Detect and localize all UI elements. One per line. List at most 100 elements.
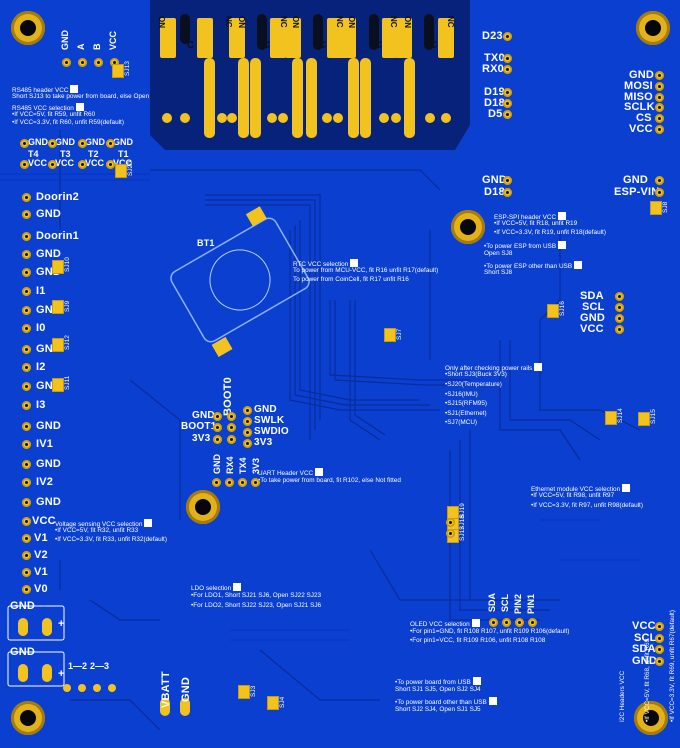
note-line-35: •For pin1=VCC, fit R109 R106, unfit R108… (410, 637, 546, 644)
note-line-30: LDO selection (191, 582, 242, 593)
sj-extra-1-0 (446, 529, 455, 538)
uart-pad-1-0 (225, 478, 234, 487)
esp-left-pad-1 (503, 54, 512, 63)
uart-label-3: 3V3 (251, 457, 261, 474)
note-line-24: Ethernet module VCC selection (531, 483, 631, 494)
input-pad-18 (22, 534, 31, 543)
note-line-26: •If VCC=3.3V, fit R97, unfit R98(default… (531, 502, 643, 509)
input-pad-9 (22, 363, 31, 372)
jumper-label-23: 2—3 (90, 661, 110, 671)
oled-pad-3-0 (528, 618, 537, 627)
sj-pad-2 (52, 260, 64, 274)
relay-label-5: NC (335, 16, 344, 28)
esp-right-label-0: GND (629, 69, 655, 81)
note-line-33: OLED VCC selection (410, 618, 480, 629)
sj-pad-7 (650, 201, 662, 215)
i2c-bottom-pad-3 (655, 657, 664, 666)
input-label-1: GND (36, 208, 62, 220)
mounting-hole-tr (636, 11, 670, 45)
sj-pad-0 (112, 64, 124, 78)
swd-label-0: GND (192, 410, 215, 421)
rs485-label-2: B (92, 43, 102, 51)
input-label-19: V2 (34, 549, 48, 561)
esp-right-label-2: MISO (624, 91, 653, 103)
uart-pad-2-0 (238, 478, 247, 487)
esp-left-label-0: D23 (482, 30, 503, 42)
esp-right-label-7: ESP-VIN (614, 186, 660, 198)
input-label-9: I2 (36, 361, 46, 373)
note-line-14: Short SJ8 (484, 269, 513, 276)
esp-left-pad-5 (503, 110, 512, 119)
esp-left-label-5: D5 (488, 108, 503, 120)
swd-label-5: SWDIO (254, 426, 289, 437)
input-label-14: GND (36, 458, 62, 470)
input-pad-6 (22, 306, 31, 315)
i2c-bottom-label-2: SDA (632, 643, 656, 655)
i2c-bottom-label-0: VCC (632, 620, 656, 632)
swd-label-2: 3V3 (192, 433, 211, 444)
note-line-39: Short SJ2 SJ4, Open SJ1 SJ5 (395, 706, 481, 713)
note-line-19: •SJ15(RFM95) (445, 400, 488, 407)
temp-header-label-7: T1 (118, 149, 129, 159)
input-pad-7 (22, 324, 31, 333)
esp-left-pad-6 (503, 176, 512, 185)
esp-right-pad-0 (655, 71, 664, 80)
jumper-label-12: 1—2 (68, 661, 88, 671)
input-pad-11 (22, 401, 31, 410)
sj-label-1: SJ20 (127, 161, 134, 176)
boot-pad-a-0 (213, 412, 222, 421)
temp-header-label-8: VCC (28, 158, 48, 168)
oled-label-3: PIN1 (526, 593, 536, 614)
sj-pad-9 (605, 411, 617, 425)
relay-common-0: C (187, 40, 195, 51)
i2c-bottom-pad-1 (655, 634, 664, 643)
relay-slots (180, 14, 434, 50)
temp-pad-0-1 (20, 160, 29, 169)
input-label-0: Doorin2 (36, 191, 79, 203)
sj-label-8: SJ16 (559, 301, 566, 316)
battery-label: BT1 (197, 238, 215, 248)
input-pad-19 (22, 551, 31, 560)
temp-header-label-3: GND (113, 137, 133, 147)
note-line-37: Short SJ1 SJ5, Open SJ2 SJ4 (395, 686, 481, 693)
note-line-22: UART Header VCC (258, 467, 324, 478)
esp-left-pad-2 (503, 65, 512, 74)
esp-left-label-3: D19 (484, 86, 505, 98)
sj-label-15: SJ4 (279, 696, 286, 708)
battery-holder (170, 206, 310, 357)
uart-pad-3-0 (251, 478, 260, 487)
temp-pad-3-1 (106, 160, 115, 169)
oled-pad-1-0 (502, 618, 511, 627)
i2c-mid-label-2: GND (580, 312, 606, 324)
input-pad-10 (22, 382, 31, 391)
sj-label-10: SJ15 (650, 409, 657, 424)
esp-left-label-1: TX0 (484, 52, 505, 64)
boot0-label: BOOT0 (222, 377, 234, 416)
note-line-18: •SJ16(IMU) (445, 391, 478, 398)
sj-label-13: SJ17 (459, 526, 466, 541)
temp-pad-1-1 (48, 160, 57, 169)
temp-pad-2-0 (78, 139, 87, 148)
temp-pad-0-0 (20, 139, 29, 148)
i2c-mid-pad-1 (615, 303, 624, 312)
relay-label-2: ON (237, 16, 246, 28)
input-label-7: I0 (36, 322, 46, 334)
input-label-12: GND (36, 420, 62, 432)
relay-label-1: NC (224, 16, 233, 28)
input-pad-5 (22, 287, 31, 296)
sj-label-5: SJ11 (64, 375, 71, 390)
sj-pad-4 (52, 338, 64, 352)
temp-header-label-5: T3 (60, 149, 71, 159)
note-line-31: •For LDO1, Short SJ21 SJ6, Open SJ22 SJ2… (191, 592, 322, 599)
oled-label-0: SDA (487, 592, 497, 612)
i2c-mid-label-3: VCC (580, 323, 604, 335)
esp-right-pad-6 (655, 176, 664, 185)
sj-pad-14 (238, 685, 250, 699)
boot-pad-a-2 (213, 435, 222, 444)
mounting-hole-br (634, 701, 668, 735)
note-line-17: •SJ20(Temperature) (445, 381, 502, 388)
input-label-21: V0 (34, 583, 48, 595)
terminal-plus: + (58, 618, 65, 630)
rs485-pad-0 (62, 58, 71, 67)
input-label-15: IV2 (36, 476, 54, 488)
